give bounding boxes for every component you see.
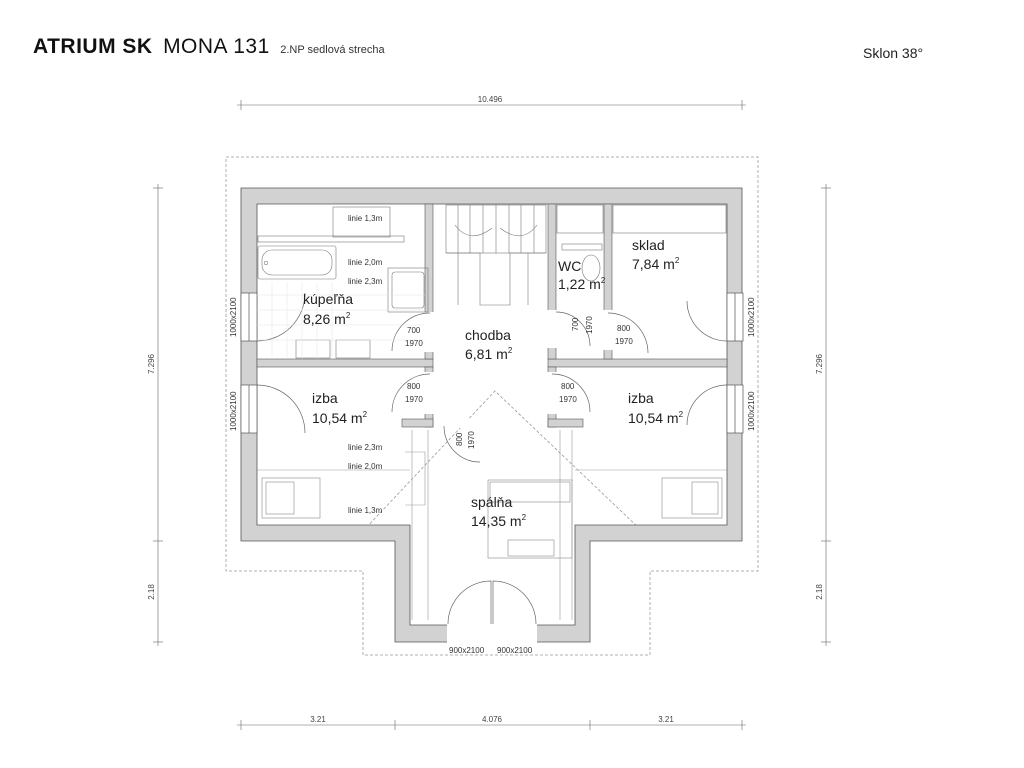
windows <box>240 292 744 434</box>
dimension-lines <box>153 100 831 730</box>
room-name-wc: WC <box>558 258 581 274</box>
interior-walls <box>256 203 728 428</box>
line-label-20-bath: linie 2,0m <box>348 258 383 267</box>
bathroom-fixtures <box>257 206 429 359</box>
line-label-23-bath: linie 2,3m <box>348 277 383 286</box>
room-area-left: 10,54 m2 <box>312 410 368 426</box>
roof-slope-label: Sklon 38° <box>863 45 924 61</box>
room-area-bedroom: 14,35 m2 <box>471 513 527 529</box>
line-label-13-top: linie 1,3m <box>348 214 383 223</box>
room-name-bathroom: kúpeľňa <box>303 291 353 307</box>
dim-bottom-right: 3.21 <box>658 715 674 724</box>
dim-right-height: 7.296 <box>815 353 824 374</box>
dim-bottom-left: 3.21 <box>310 715 326 724</box>
door-right-width: 800 <box>561 382 575 391</box>
room-name-bedroom: spálňa <box>471 494 512 510</box>
room-labels: kúpeľňa 8,26 m2 chodba 6,81 m2 WC 1,22 m… <box>303 237 684 529</box>
room-name-storage: sklad <box>632 237 665 253</box>
door-wc-width: 700 <box>571 317 580 331</box>
room-area-storage: 7,84 m2 <box>632 256 680 272</box>
staircase <box>445 204 547 306</box>
window-storage-label: 1000x2100 <box>747 297 756 337</box>
door-bath-width: 700 <box>407 326 421 335</box>
room-name-right: izba <box>628 390 654 406</box>
roof-line-markers <box>257 430 727 620</box>
bathroom-tiles <box>257 282 425 359</box>
door-wc-height: 1970 <box>585 316 594 334</box>
door-openings <box>424 310 613 643</box>
roof-line-labels: linie 1,3m linie 2,0m linie 2,3m linie 2… <box>348 214 383 515</box>
dim-top-total: 10.496 <box>478 95 503 104</box>
door-left-height: 1970 <box>405 395 423 404</box>
door-storage-width: 800 <box>617 324 631 333</box>
model-title: MONA 131 <box>163 35 270 58</box>
line-label-13-room: linie 1,3m <box>348 506 383 515</box>
dim-bottom-center: 4.076 <box>482 715 503 724</box>
window-right-label: 1000x2100 <box>747 391 756 431</box>
room-area-wc: 1,22 m2 <box>558 276 606 292</box>
roof-outline <box>225 156 759 656</box>
room-area-bathroom: 8,26 m2 <box>303 311 351 327</box>
storage-fixtures <box>556 204 727 282</box>
room-name-left: izba <box>312 390 338 406</box>
door-left-width: 800 <box>407 382 421 391</box>
door-swings <box>256 292 728 625</box>
window-bed-right-label: 900x2100 <box>497 646 533 655</box>
dim-left-bottom: 2.18 <box>147 584 156 600</box>
window-bed-left-label: 900x2100 <box>449 646 485 655</box>
window-bath-label: 1000x2100 <box>229 297 238 337</box>
brand-title: ATRIUM SK <box>33 35 153 58</box>
door-labels: 700 1970 800 1970 800 1970 800 1970 700 … <box>229 297 756 655</box>
line-label-20-room: linie 2,0m <box>348 462 383 471</box>
door-bath-height: 1970 <box>405 339 423 348</box>
dim-right-bottom: 2.18 <box>815 584 824 600</box>
room-area-hall: 6,81 m2 <box>465 346 513 362</box>
line-label-23-room: linie 2,3m <box>348 443 383 452</box>
floor-subtitle: 2.NP sedlová strecha <box>280 44 385 56</box>
door-bed-width: 800 <box>455 432 464 446</box>
window-left-label: 1000x2100 <box>229 391 238 431</box>
title-block: ATRIUM SK MONA 131 2.NP sedlová strecha <box>33 35 385 59</box>
door-bed-height: 1970 <box>467 431 476 449</box>
room-area-right: 10,54 m2 <box>628 410 684 426</box>
dim-left-height: 7.296 <box>147 353 156 374</box>
door-right-height: 1970 <box>559 395 577 404</box>
room-name-hall: chodba <box>465 327 511 343</box>
door-storage-height: 1970 <box>615 337 633 346</box>
